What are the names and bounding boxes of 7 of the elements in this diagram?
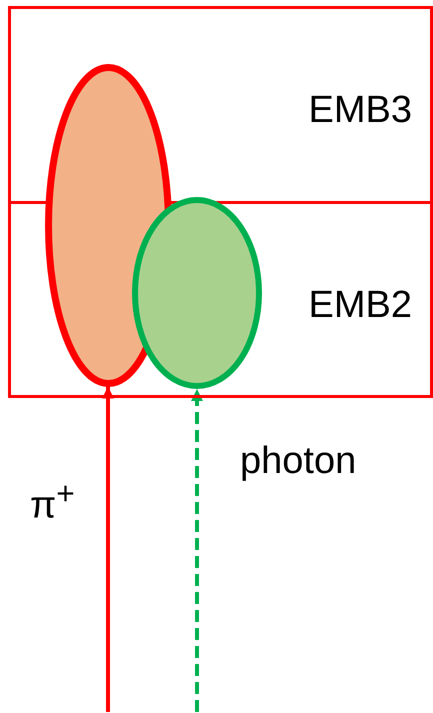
particle-arrow [102,386,114,712]
particle-label: photon [240,442,356,480]
shower-ellipse [132,197,262,389]
particle-label: π$^{+}$ [30,478,75,525]
layer-label: EMB3 [308,91,412,129]
particle-arrow [191,389,203,712]
layer-label: EMB2 [308,286,412,324]
